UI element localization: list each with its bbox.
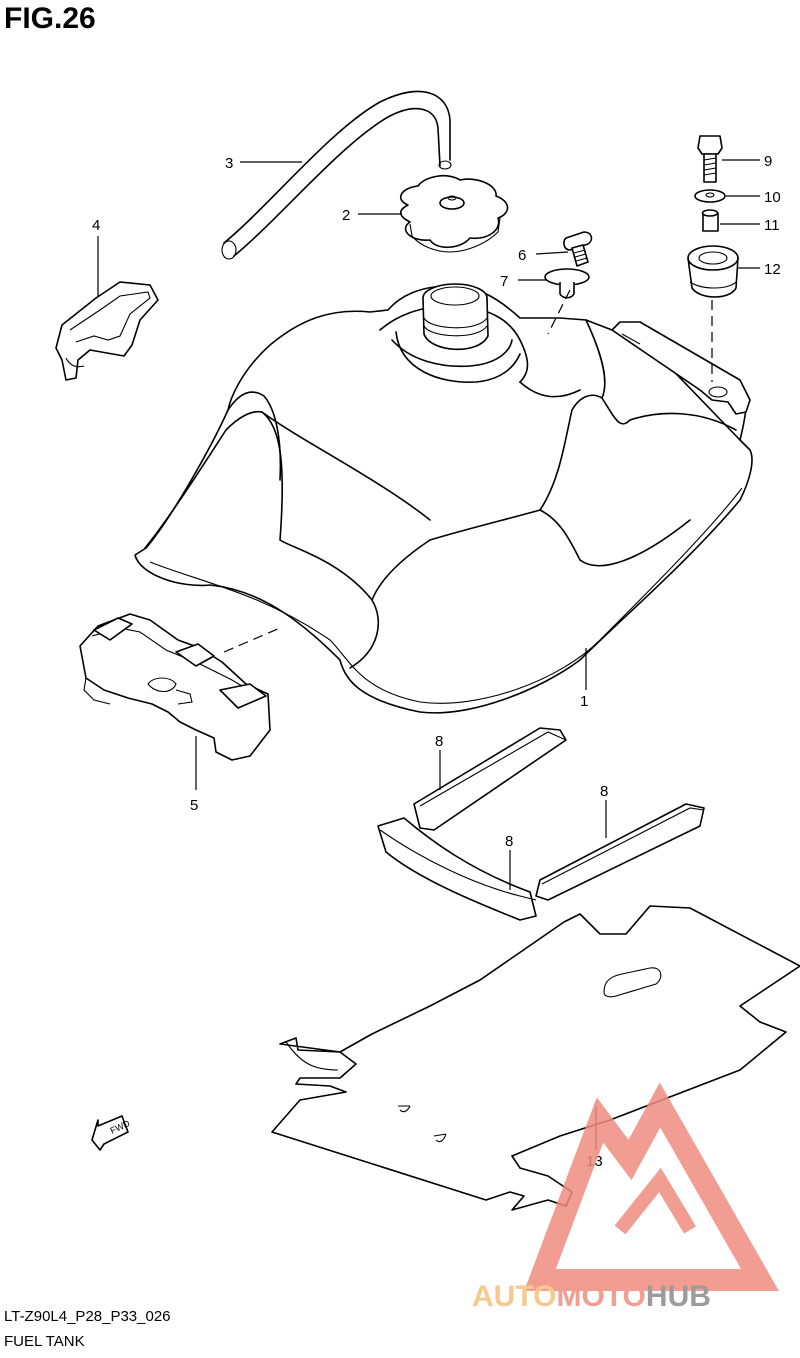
callout-1: 1 xyxy=(580,693,588,710)
callout-8-lower: 8 xyxy=(505,833,513,850)
callout-8-upper: 8 xyxy=(435,733,443,750)
mounting-bolt xyxy=(697,135,723,183)
callout-3: 3 xyxy=(225,155,233,172)
callout-10: 10 xyxy=(764,189,781,206)
forward-direction-arrow: FWD xyxy=(91,1115,132,1151)
fuel-tank xyxy=(134,283,753,714)
callout-12: 12 xyxy=(764,261,781,278)
callout-7: 7 xyxy=(500,273,508,290)
callout-4: 4 xyxy=(92,217,100,234)
heat-protector-sheet xyxy=(271,905,800,1211)
assembly-dashed-lines xyxy=(223,289,713,653)
breather-hose xyxy=(221,90,452,260)
fuel-cap xyxy=(399,174,509,253)
cushion-strip-right xyxy=(535,803,705,901)
rubber-cushion xyxy=(687,245,739,298)
callout-2: 2 xyxy=(342,207,350,224)
automotohub-watermark-logo: AUTOMOTOHUB xyxy=(472,1082,779,1313)
callout-8-right: 8 xyxy=(600,783,608,800)
screw xyxy=(563,231,593,267)
tank-mount-bracket xyxy=(79,613,271,761)
callout-11: 11 xyxy=(764,217,780,234)
diagram-title: FUEL TANK xyxy=(4,1333,85,1350)
callout-6: 6 xyxy=(518,247,526,264)
cushion-strip-curved xyxy=(377,817,537,921)
mounting-bracket xyxy=(55,281,159,381)
grommet-washer xyxy=(544,268,590,299)
cushion-strip-upper xyxy=(413,727,567,831)
watermark-text: AUTOMOTOHUB xyxy=(472,1280,711,1313)
callout-9: 9 xyxy=(764,153,772,170)
flat-washer xyxy=(694,189,726,203)
diagram-code: LT-Z90L4_P28_P33_026 xyxy=(4,1308,171,1325)
collar xyxy=(701,209,719,232)
callout-5: 5 xyxy=(190,797,198,814)
figure-label: FIG.26 xyxy=(4,2,96,35)
